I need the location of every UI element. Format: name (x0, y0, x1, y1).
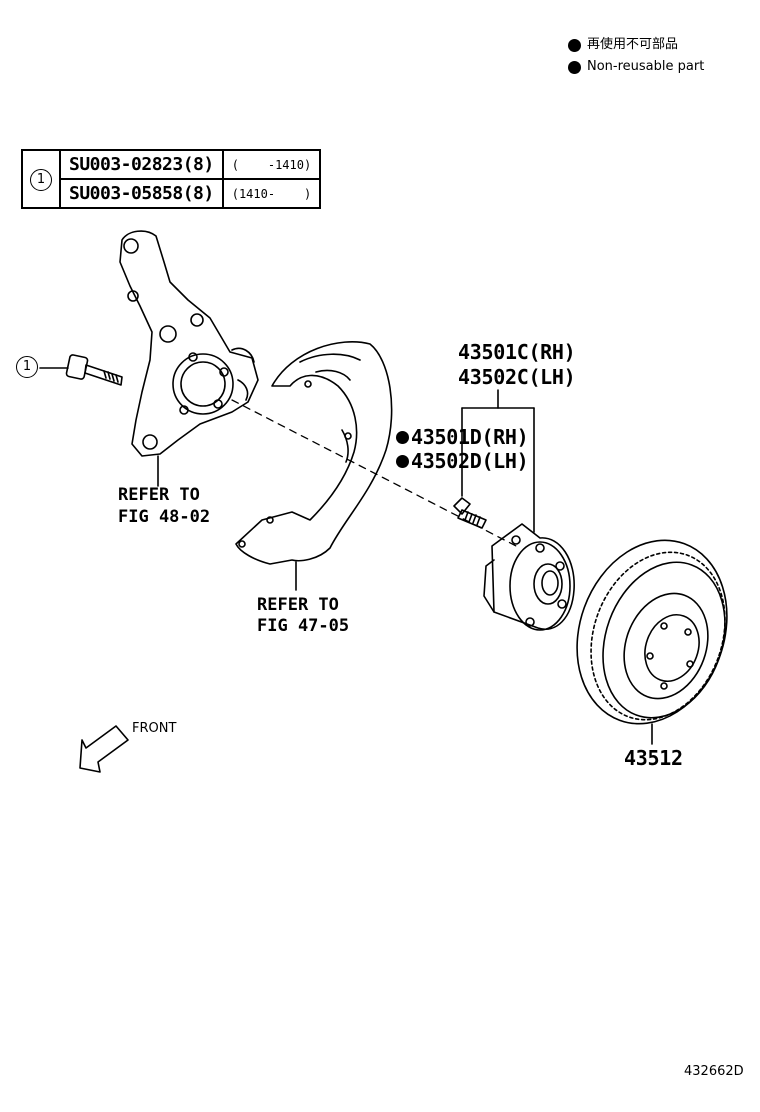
legend-row-english: Non-reusable part (568, 56, 704, 78)
bolt-lh-part-number: 43502D(LH) (411, 449, 529, 473)
part-number-cell[interactable]: SU003-02823(8) (59, 149, 224, 180)
rotor-part-number[interactable]: 43512 (624, 746, 683, 770)
date-range-cell: (1410- ) (221, 178, 322, 209)
dust-cover-refer-line2[interactable]: FIG 47-05 (257, 616, 350, 636)
bolt-ref-circle-badge: 1 (16, 356, 38, 378)
hub-lh-part-number[interactable]: 43502C(LH) (458, 365, 576, 389)
table-ref-cell: 1 (21, 149, 61, 209)
hub-assembly[interactable] (483, 523, 575, 631)
non-reusable-dot-icon (568, 38, 581, 52)
hub-leaders (461, 389, 535, 533)
hub-rh-part-number[interactable]: 43501C(RH) (458, 340, 576, 364)
legend-text-japanese: 再使用不可部品 (587, 37, 679, 52)
bolt-rh-callout[interactable]: 43501D(RH) (396, 425, 529, 449)
ref-circle-badge: 1 (30, 168, 52, 191)
bolt-rh-part-number: 43501D(RH) (411, 425, 529, 449)
front-arrow-icon (79, 725, 129, 773)
table-row: 1 SU003-02823(8) ( -1410) (21, 149, 322, 209)
date-range-cell: ( -1410) (221, 149, 322, 180)
figure-id: 432662D (684, 1064, 744, 1079)
knuckle-refer-line1: REFER TO (118, 485, 200, 505)
knuckle-refer-line2[interactable]: FIG 48-02 (118, 507, 211, 527)
front-label: FRONT (132, 721, 177, 736)
parts-table: 1 SU003-02823(8) ( -1410) SU003-05858(8)… (21, 149, 322, 209)
non-reusable-dot-icon (396, 454, 409, 468)
legend: 再使用不可部品 Non-reusable part (568, 34, 704, 78)
dust-cover-refer-line1: REFER TO (257, 595, 339, 615)
dust-cover[interactable] (235, 341, 393, 591)
bolt-lh-callout[interactable]: 43502D(LH) (396, 449, 529, 473)
table-row: SU003-05858(8) (1410- ) (22, 178, 322, 209)
non-reusable-dot-icon (568, 60, 581, 74)
non-reusable-dot-icon (396, 430, 409, 444)
legend-text-english: Non-reusable part (587, 59, 705, 74)
brake-rotor[interactable] (552, 519, 752, 745)
steering-knuckle[interactable] (119, 230, 259, 487)
legend-row-japanese: 再使用不可部品 (568, 34, 704, 56)
knuckle-bolt[interactable] (39, 354, 123, 386)
hub-bolt[interactable] (453, 497, 487, 529)
part-number-cell[interactable]: SU003-05858(8) (59, 178, 224, 209)
